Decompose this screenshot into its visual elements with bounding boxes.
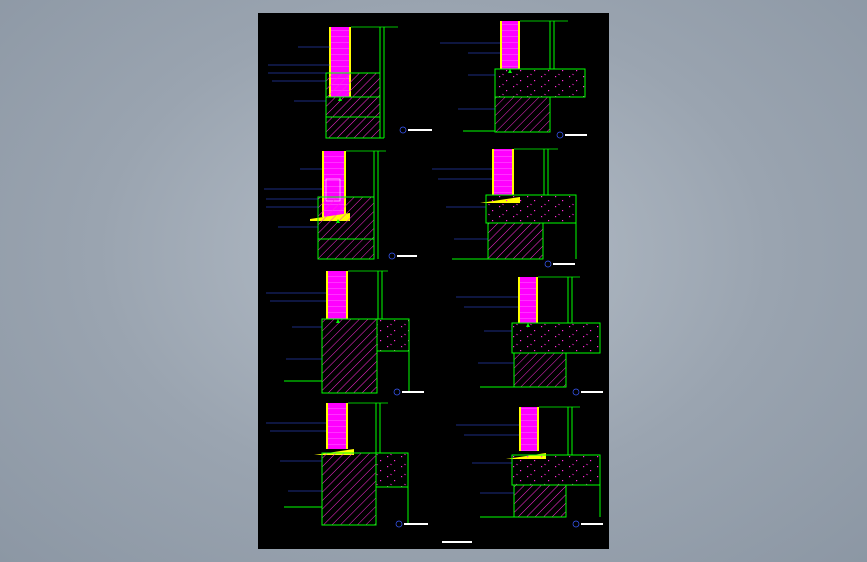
drawing-sheet	[258, 13, 609, 549]
concrete-section	[321, 452, 377, 526]
title-bar	[553, 263, 575, 265]
detail-marker	[572, 520, 580, 528]
concrete-section	[317, 196, 375, 260]
slab-section	[376, 318, 410, 352]
title-bar	[581, 391, 603, 393]
slab-section	[511, 322, 601, 354]
slab-section	[511, 454, 601, 486]
wall-block	[502, 21, 518, 69]
wall-block	[521, 407, 537, 451]
slab-section	[494, 68, 586, 98]
detail-marker	[393, 388, 401, 396]
concrete-section	[513, 352, 567, 388]
concrete-section	[494, 96, 551, 133]
detail-1	[268, 26, 432, 139]
detail-5	[266, 270, 424, 396]
detail-marker	[395, 520, 403, 528]
detail-2	[440, 20, 587, 139]
title-bar	[581, 523, 603, 525]
concrete-section	[321, 318, 378, 394]
detail-6	[456, 276, 603, 396]
detail-marker	[556, 131, 564, 139]
detail-marker	[544, 260, 552, 268]
detail-marker	[572, 388, 580, 396]
detail-marker	[388, 252, 396, 260]
wall-block	[494, 149, 512, 195]
concrete-section	[325, 72, 381, 139]
cad-drawing	[264, 20, 603, 543]
concrete-section	[487, 222, 544, 260]
concrete-section	[513, 484, 567, 518]
detail-8	[456, 406, 603, 528]
slab-section	[485, 194, 577, 224]
title-bar	[402, 391, 424, 393]
sheet-title-bar	[442, 541, 472, 543]
title-bar	[408, 129, 432, 131]
title-bar	[404, 523, 428, 525]
title-bar	[397, 255, 417, 257]
wall-block	[328, 403, 346, 449]
slab-section	[375, 452, 409, 488]
title-bar	[565, 134, 587, 136]
wall-block	[328, 271, 346, 319]
detail-marker	[399, 126, 407, 134]
detail-3	[264, 150, 417, 260]
detail-4	[432, 148, 577, 268]
detail-7	[266, 402, 428, 528]
wall-block	[520, 277, 536, 323]
